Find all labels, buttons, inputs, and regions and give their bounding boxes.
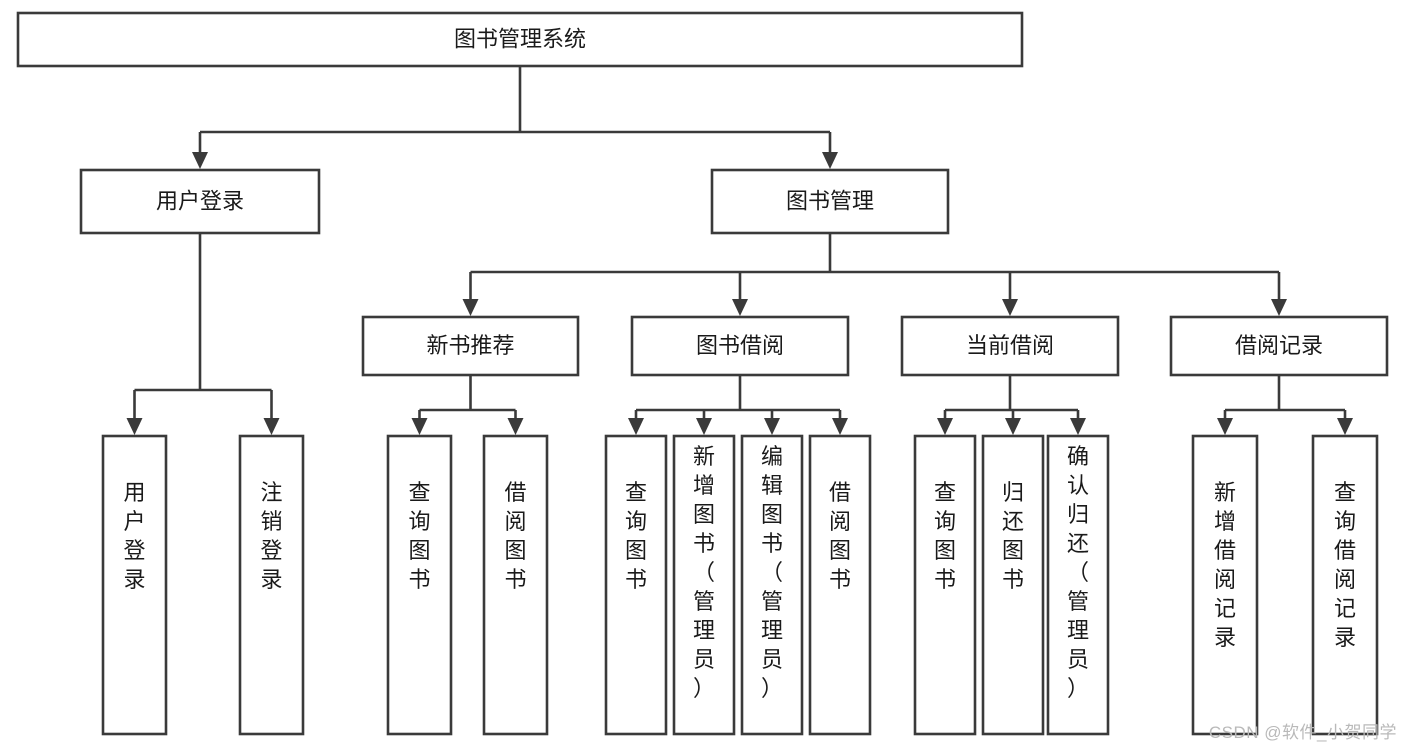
node-leaf-logout[interactable]: 注销登录 (238, 434, 305, 736)
node-box (101, 434, 168, 736)
node-leaf-return-book[interactable]: 归还图书 (981, 434, 1045, 736)
node-leaf-borrow-book[interactable]: 借阅图书 (808, 434, 872, 736)
arrow-head-icon (832, 418, 848, 435)
arrow-head-icon (822, 152, 838, 169)
node-borrow-record[interactable]: 借阅记录 (1169, 315, 1389, 377)
arrow-head-icon (1070, 418, 1086, 435)
node-label: 注销登录 (260, 480, 282, 592)
arrow-head-icon (1002, 299, 1018, 316)
node-leaf-query-book-rec[interactable]: 查询图书 (386, 434, 453, 736)
node-book-borrow[interactable]: 图书借阅 (630, 315, 850, 377)
node-label: 借阅图书 (829, 480, 851, 592)
node-leaf-query-book-borrow[interactable]: 查询图书 (604, 434, 668, 736)
node-box (900, 315, 1120, 377)
arrow-head-icon (462, 299, 479, 316)
node-box (630, 315, 850, 377)
arrow-head-icon (1217, 418, 1233, 435)
node-leaf-borrow-book-rec[interactable]: 借阅图书 (482, 434, 549, 736)
arrow-head-icon (1271, 299, 1287, 316)
node-label: 查询图书 (934, 480, 956, 592)
node-leaf-query-record[interactable]: 查询借阅记录 (1311, 434, 1379, 736)
node-box (1191, 434, 1259, 736)
node-root[interactable]: 图书管理系统 (16, 11, 1024, 68)
node-leaf-query-book-cur[interactable]: 查询图书 (913, 434, 977, 736)
arrow-head-icon (696, 418, 712, 435)
node-label: 用户登录 (156, 188, 244, 213)
arrow-head-icon (732, 299, 748, 316)
node-label: 图书管理 (786, 188, 874, 213)
arrow-head-icon (192, 152, 208, 169)
node-box (482, 434, 549, 736)
node-box (238, 434, 305, 736)
node-label: 查询图书 (625, 480, 647, 592)
node-box (740, 434, 804, 736)
arrow-head-icon (628, 418, 644, 435)
node-user-login[interactable]: 用户登录 (79, 168, 321, 235)
node-label: 图书借阅 (696, 333, 784, 358)
node-label: 当前借阅 (966, 333, 1054, 358)
node-box (672, 434, 736, 736)
node-leaf-confirm-return[interactable]: 确认归还（管理员） (1046, 434, 1110, 736)
node-box (1311, 434, 1379, 736)
node-box (386, 434, 453, 736)
connectors-layer (126, 66, 1353, 435)
node-book-manage[interactable]: 图书管理 (710, 168, 950, 235)
arrow-head-icon (411, 418, 428, 435)
nodes-layer: 图书管理系统用户登录图书管理新书推荐图书借阅当前借阅借阅记录用户登录注销登录查询… (16, 11, 1389, 736)
node-label: 查询图书 (408, 480, 430, 592)
node-label: 借阅图书 (504, 480, 526, 592)
node-label: 新增借阅记录 (1214, 480, 1236, 650)
node-box (1046, 434, 1110, 736)
arrow-head-icon (937, 418, 953, 435)
node-box (1169, 315, 1389, 377)
csdn-watermark: CSDN @软件_小贺同学 (1208, 723, 1397, 742)
node-box (604, 434, 668, 736)
node-box (710, 168, 950, 235)
node-box (981, 434, 1045, 736)
node-label: 归还图书 (1002, 480, 1024, 592)
node-leaf-edit-book[interactable]: 编辑图书（管理员） (740, 434, 804, 736)
arrow-head-icon (1005, 418, 1021, 435)
node-label: 用户登录 (123, 480, 145, 592)
arrow-head-icon (1337, 418, 1353, 435)
node-box (808, 434, 872, 736)
node-leaf-add-record[interactable]: 新增借阅记录 (1191, 434, 1259, 736)
arrow-head-icon (507, 418, 524, 435)
node-label: 新增图书（管理员） (693, 444, 715, 701)
arrow-head-icon (263, 418, 280, 435)
node-box (361, 315, 580, 377)
node-label: 新书推荐 (426, 333, 514, 358)
node-current-borrow[interactable]: 当前借阅 (900, 315, 1120, 377)
node-label: 确认归还（管理员） (1067, 444, 1089, 701)
node-box (913, 434, 977, 736)
node-new-book-recommend[interactable]: 新书推荐 (361, 315, 580, 377)
node-leaf-user-login[interactable]: 用户登录 (101, 434, 168, 736)
node-leaf-add-book[interactable]: 新增图书（管理员） (672, 434, 736, 736)
node-label: 查询借阅记录 (1334, 480, 1356, 650)
node-box (16, 11, 1024, 68)
arrow-head-icon (126, 418, 143, 435)
node-label: 编辑图书（管理员） (761, 444, 783, 701)
node-box (79, 168, 321, 235)
node-label: 图书管理系统 (454, 26, 586, 51)
node-label: 借阅记录 (1235, 333, 1323, 358)
arrow-head-icon (764, 418, 780, 435)
